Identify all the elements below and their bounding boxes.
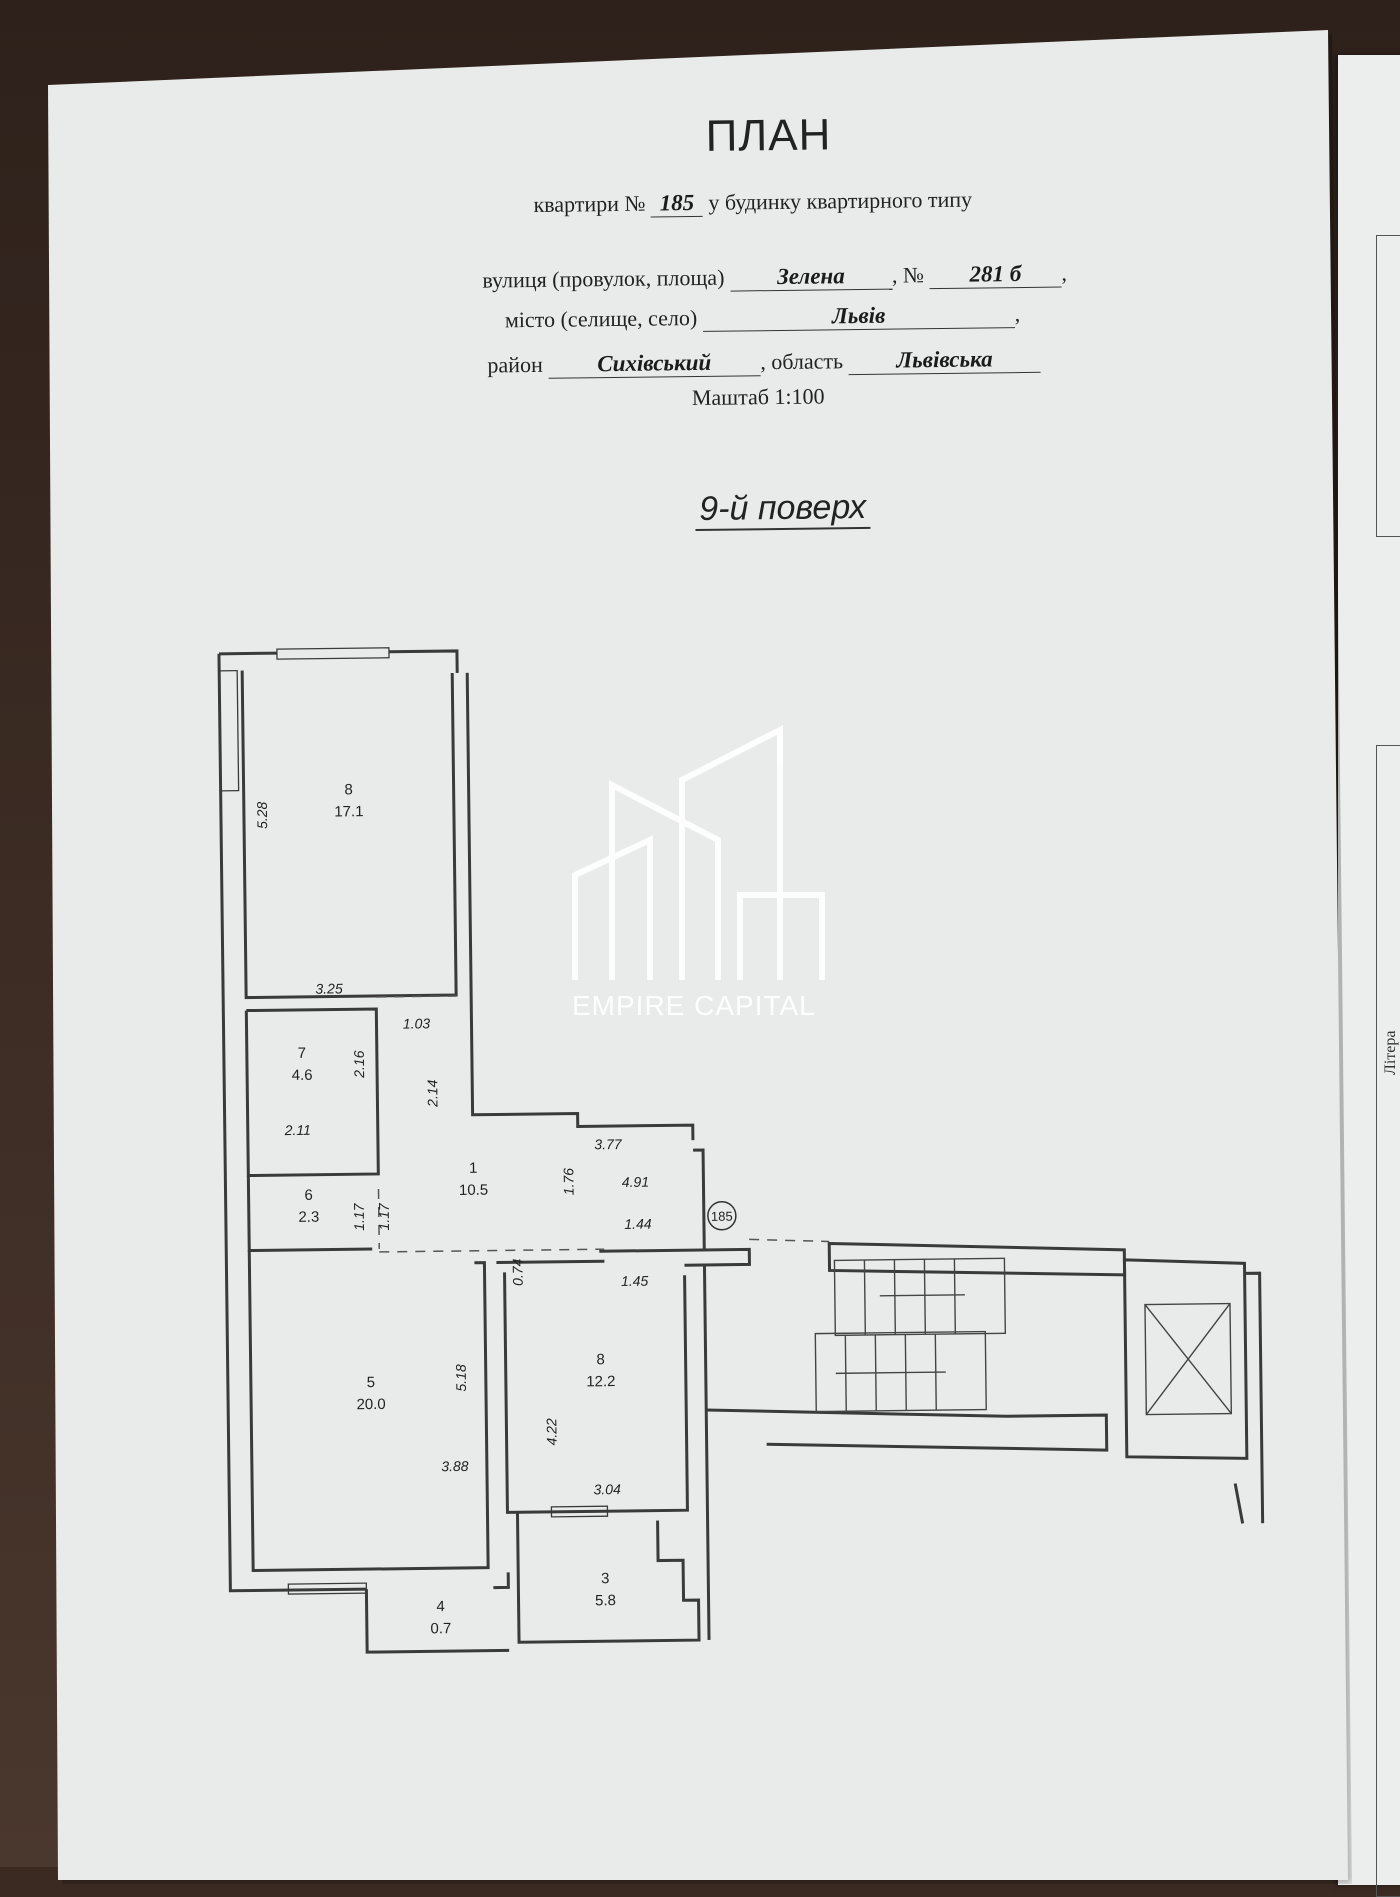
adjacent-sheet-table-top	[1376, 235, 1400, 537]
dim-5-28: 5.28	[254, 801, 270, 829]
room-8a-area: 17.1	[334, 803, 363, 820]
room-8b-number: 8	[596, 1351, 605, 1368]
room-8a-number: 8	[344, 781, 353, 798]
dim-2-11: 2.11	[284, 1122, 311, 1138]
dim-3-25: 3.25	[315, 980, 343, 996]
dim-5-18: 5.18	[453, 1364, 469, 1392]
room-1-number: 1	[469, 1160, 478, 1177]
watermark-text: EMPIRE CAPITAL	[572, 990, 816, 1021]
apartment-marker-circle	[707, 1201, 737, 1231]
dim-2-16: 2.16	[351, 1050, 367, 1079]
plan-walls	[217, 649, 1265, 1654]
apartment-marker-number: 185	[711, 1209, 733, 1224]
dim-1-44: 1.44	[624, 1216, 652, 1232]
dim-1-76: 1.76	[560, 1168, 576, 1196]
plan-stairs	[814, 1257, 1233, 1416]
room-labels: 8 17.1 7 4.6 6 2.3 1 10.5 5 20.0 8 12.2 …	[292, 781, 617, 1637]
dim-2-14: 2.14	[424, 1079, 440, 1108]
dim-1-17b: 1.17	[376, 1202, 392, 1231]
dimension-labels: 5.28 3.25 1.03 2.16 2.14 2.11 3.77 1.76 …	[254, 801, 733, 1497]
room-5-number: 5	[367, 1374, 376, 1391]
dim-3-88: 3.88	[441, 1458, 469, 1474]
room-6-number: 6	[304, 1187, 313, 1204]
dim-3-04: 3.04	[593, 1481, 621, 1497]
room-1-area: 10.5	[459, 1182, 488, 1199]
dim-1-03: 1.03	[403, 1015, 431, 1031]
room-8b-area: 12.2	[586, 1373, 615, 1390]
room-4-area: 0.7	[430, 1620, 451, 1637]
dim-1-45: 1.45	[621, 1273, 649, 1289]
dim-3-77: 3.77	[594, 1136, 623, 1152]
room-4-number: 4	[436, 1598, 445, 1615]
plan-windows	[218, 647, 609, 1595]
room-6-area: 2.3	[298, 1209, 319, 1226]
room-3-number: 3	[601, 1570, 610, 1587]
room-5-area: 20.0	[356, 1396, 385, 1413]
adjacent-sheet: Літера	[1338, 55, 1400, 1897]
dim-4-91: 4.91	[622, 1174, 649, 1190]
plan-dashed-lines	[376, 995, 830, 1253]
room-7-area: 4.6	[292, 1067, 313, 1084]
dim-0-74: 0.74	[509, 1258, 525, 1286]
dim-4-22: 4.22	[543, 1418, 559, 1446]
room-7-number: 7	[298, 1045, 307, 1062]
dim-1-17a: 1.17	[351, 1202, 367, 1231]
room-3-area: 5.8	[595, 1592, 616, 1609]
